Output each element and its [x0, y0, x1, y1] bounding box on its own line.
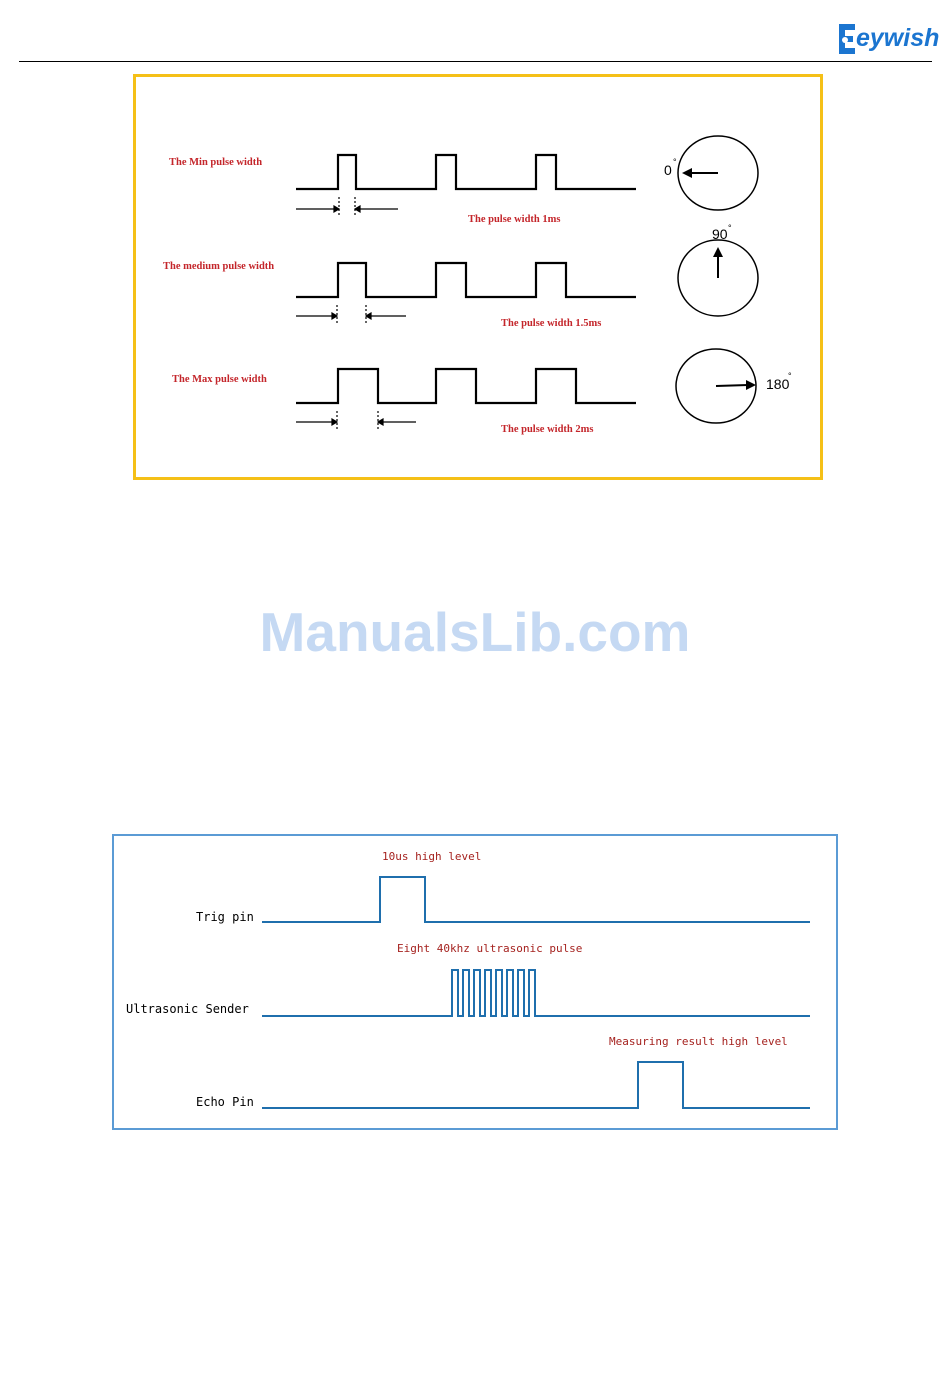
row1-caption: The pulse width 1ms [468, 214, 560, 225]
header-rule [19, 61, 932, 62]
row2-angle: 90 [712, 226, 728, 242]
trig-label: Trig pin [196, 910, 254, 924]
row3-degree-symbol: ° [788, 371, 792, 381]
row3-width-marker [296, 411, 416, 431]
sender-annotation: Eight 40khz ultrasonic pulse [397, 942, 582, 955]
echo-waveform [262, 1062, 810, 1108]
sonic-diagram-svg: 10us high level Trig pin Eight 40khz ult… [114, 836, 836, 1128]
ultrasonic-timing-diagram: 10us high level Trig pin Eight 40khz ult… [112, 834, 838, 1130]
watermark: ManualsLib.com [0, 600, 950, 664]
echo-label: Echo Pin [196, 1095, 254, 1109]
row1-degree-symbol: ° [673, 157, 677, 167]
row1-width-marker [296, 197, 398, 217]
servo-diagram-svg: The Min pulse width The pulse width 1ms … [136, 77, 820, 477]
row1-waveform [296, 155, 636, 189]
row3-dial [676, 349, 756, 423]
row2-width-marker [296, 305, 406, 323]
trig-annotation: 10us high level [382, 850, 481, 863]
row2-dial [678, 240, 758, 316]
row1-dial [678, 136, 758, 210]
sender-label: Ultrasonic Sender [126, 1002, 249, 1016]
trig-waveform [262, 877, 810, 922]
row2-label: The medium pulse width [163, 261, 274, 272]
row3-angle: 180 [766, 376, 790, 392]
sender-waveform [262, 970, 810, 1016]
row1-label: The Min pulse width [169, 157, 262, 168]
row3-waveform [296, 369, 636, 403]
row2-degree-symbol: ° [728, 223, 732, 233]
logo-text: eywish [856, 24, 939, 53]
row2-waveform [296, 263, 636, 297]
row2-caption: The pulse width 1.5ms [501, 318, 601, 329]
echo-annotation: Measuring result high level [609, 1035, 788, 1048]
row3-label: The Max pulse width [172, 374, 267, 385]
row1-angle: 0 [664, 162, 672, 178]
servo-pulse-diagram: The Min pulse width The pulse width 1ms … [133, 74, 823, 480]
row3-caption: The pulse width 2ms [501, 424, 593, 435]
